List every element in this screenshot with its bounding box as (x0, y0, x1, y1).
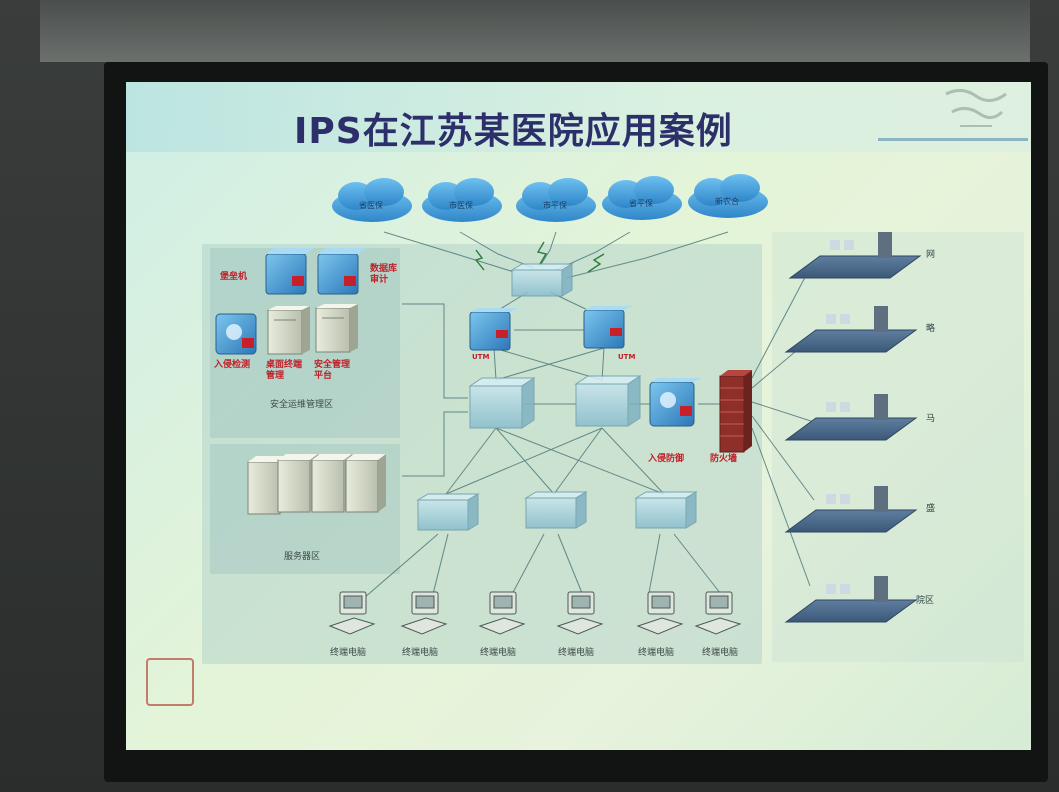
branch-label: 网 (926, 250, 936, 260)
branch-label: 院区 (916, 596, 935, 606)
presentation-slide: IPS在江苏某医院应用案例 (126, 82, 1031, 750)
terminal-pc-icon (694, 591, 742, 635)
branch-label: 盛 (926, 504, 936, 514)
cloud-label: 市平保 (543, 201, 567, 210)
network-diagram (215, 174, 922, 635)
cloud-icon (516, 178, 596, 222)
cloud-label: 省平保 (629, 199, 653, 208)
terminal-pc-icon (478, 591, 526, 635)
firewall-icon (719, 370, 752, 453)
device-label-db-audit: 数据库审计 (370, 264, 398, 285)
terminal-label: 终端电脑 (480, 648, 517, 658)
branch-zone (772, 232, 1024, 662)
switch-group (416, 263, 698, 531)
firewall-label: 防火墙 (710, 454, 738, 464)
router-icon (510, 263, 574, 297)
projector-screen-housing (40, 0, 1030, 62)
terminal-label: 终端电脑 (638, 648, 675, 658)
zone-label-server: 服务器区 (284, 552, 321, 562)
utm-device-icon (583, 306, 632, 349)
cloud-icon (688, 174, 768, 218)
ids-device-icon (215, 313, 257, 355)
corner-seal-icon (945, 89, 1007, 127)
cloud-group (332, 174, 768, 222)
branch-label: 略 (926, 324, 936, 334)
access-switch-icon (416, 493, 480, 531)
branch-platform-icon (784, 306, 918, 353)
server-rack-icon (345, 454, 386, 513)
utm-label-right: UTM (618, 353, 636, 361)
cloud-label: 新农合 (715, 197, 739, 206)
device-label-desktop-mgmt: 桌面终端管理 (266, 360, 303, 381)
title-rule (878, 138, 1028, 141)
device-label-bastion: 堡垒机 (220, 272, 248, 282)
terminal-pc-icon (400, 591, 448, 635)
utm-device-icon (469, 308, 518, 351)
branch-platform-group (784, 232, 922, 623)
db-audit-icon (317, 248, 366, 295)
device-label-security-platform: 安全管理平台 (314, 360, 351, 381)
bastion-host-icon (265, 248, 314, 295)
terminal-label: 终端电脑 (402, 648, 439, 658)
access-switch-icon (634, 491, 698, 529)
zone-label-security: 安全运维管理区 (270, 400, 334, 410)
branch-platform-icon (784, 576, 918, 623)
cloud-icon (332, 178, 412, 222)
cloud-icon (602, 176, 682, 220)
terminal-label: 终端电脑 (558, 648, 595, 658)
cloud-label: 市医保 (449, 201, 473, 210)
ips-label: 入侵防御 (648, 454, 685, 464)
cloud-label: 省医保 (359, 201, 383, 210)
cloud-icon (422, 178, 502, 222)
branch-platform-icon (788, 232, 922, 279)
terminal-pc-group (328, 591, 742, 635)
desktop-mgmt-server-icon (267, 306, 310, 355)
wan-link-lightning-icons (474, 241, 605, 273)
core-switch-icon (574, 375, 642, 427)
security-platform-server-icon (315, 304, 358, 353)
core-switch-icon (468, 377, 536, 429)
access-switch-icon (524, 491, 588, 529)
slide-title: IPS在江苏某医院应用案例 (294, 111, 733, 152)
terminal-pc-icon (636, 591, 684, 635)
server-rack-icon (311, 454, 352, 513)
terminal-label: 终端电脑 (330, 648, 367, 658)
utm-label-left: UTM (472, 353, 490, 361)
terminal-pc-icon (328, 591, 376, 635)
terminal-label: 终端电脑 (702, 648, 739, 658)
device-label-ids: 入侵检测 (214, 360, 251, 370)
branch-platform-icon (784, 486, 918, 533)
ips-device-icon (649, 378, 702, 427)
seal-stamp-icon (146, 658, 194, 706)
branch-label: 马 (926, 414, 936, 424)
terminal-pc-icon (556, 591, 604, 635)
branch-platform-icon (784, 394, 918, 441)
